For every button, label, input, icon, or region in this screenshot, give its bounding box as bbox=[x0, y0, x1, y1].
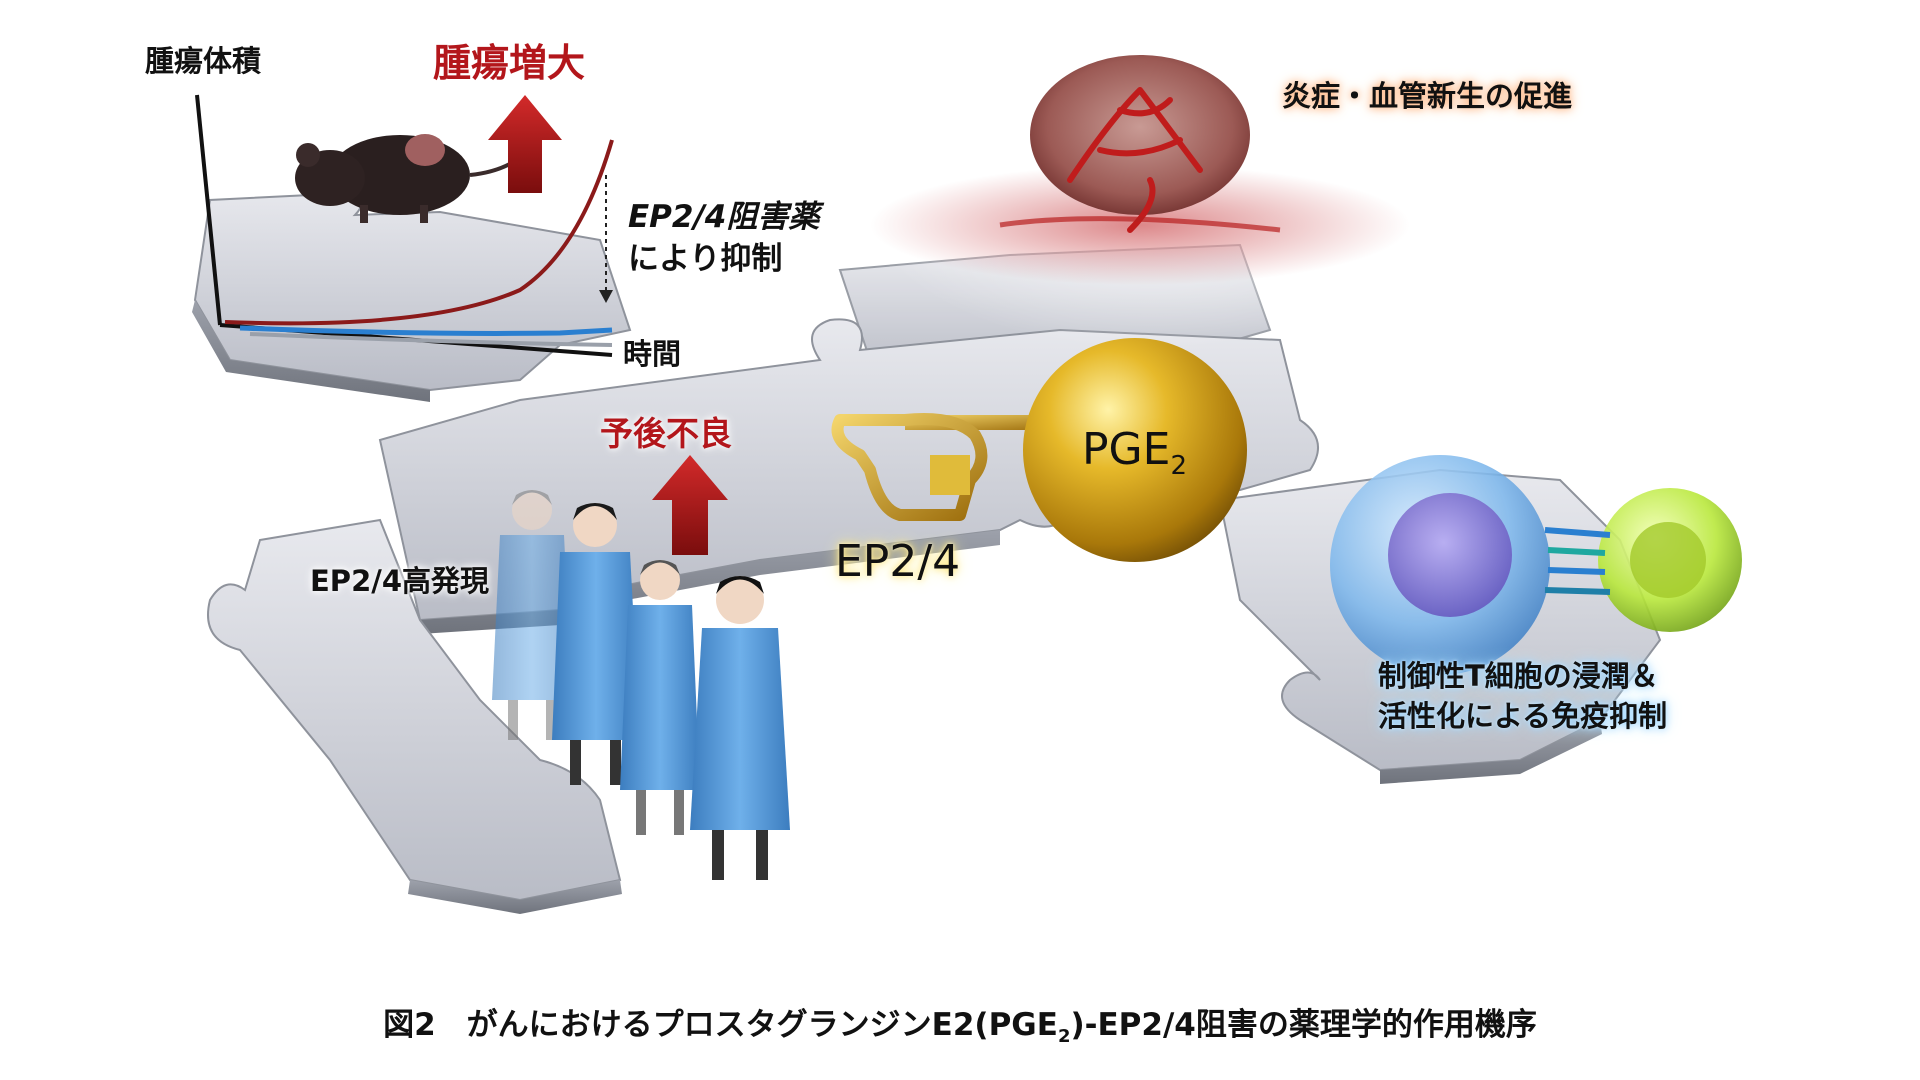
figure-caption: 図2 がんにおけるプロスタグランジンE2(PGE2)-EP2/4阻害の薬理学的作… bbox=[0, 1007, 1920, 1048]
prognosis-arrow bbox=[652, 455, 728, 555]
patient-1 bbox=[492, 490, 572, 740]
inhibitor-label-line1: EP2/4阻害薬 bbox=[628, 199, 820, 235]
caption-subscript: 2 bbox=[1057, 1026, 1071, 1048]
pge2-label-subscript: 2 bbox=[1170, 450, 1187, 481]
treg-label-line2: 活性化による免疫抑制 bbox=[1378, 699, 1668, 733]
treg-cells bbox=[1330, 455, 1742, 675]
pge2-label-main: PGE bbox=[1082, 424, 1171, 475]
pge2-ball bbox=[1023, 338, 1247, 562]
patients-group bbox=[492, 490, 790, 880]
inhibited-curve-gray bbox=[249, 332, 613, 347]
puzzle-piece-graph bbox=[193, 185, 632, 392]
patient-3 bbox=[620, 560, 700, 835]
tumor-volume-graph bbox=[195, 94, 614, 357]
caption-suffix: )-EP2/4阻害の薬理学的作用機序 bbox=[1070, 1007, 1537, 1043]
tumor-illustration bbox=[850, 10, 1450, 350]
angiogenesis-label: 炎症・血管新生の促進 bbox=[1282, 79, 1573, 113]
inhibited-curve-blue bbox=[239, 325, 613, 336]
prognosis-label: 予後不良 bbox=[600, 414, 732, 453]
tumor-growth-curve bbox=[224, 139, 614, 326]
mouse-illustration bbox=[295, 133, 542, 223]
inhibitor-label-line2: により抑制 bbox=[628, 241, 783, 277]
puzzle-piece-patients bbox=[207, 518, 622, 902]
tumor-increase-label: 腫瘍増大 bbox=[433, 41, 586, 85]
ep2-4-receptor-key bbox=[831, 413, 1060, 521]
treg-label-line1: 制御性T細胞の浸潤＆ bbox=[1378, 659, 1659, 693]
graph-y-axis bbox=[195, 94, 222, 326]
pge2-label: PGE2 bbox=[1082, 424, 1187, 482]
patient-4 bbox=[690, 576, 790, 880]
patient-2 bbox=[552, 503, 640, 785]
graph-x-axis-label: 時間 bbox=[623, 337, 682, 371]
graph-y-axis-label: 腫瘍体積 bbox=[145, 44, 262, 78]
caption-prefix: 図2 がんにおけるプロスタグランジンE2(PGE bbox=[383, 1007, 1058, 1043]
expression-label: EP2/4高発現 bbox=[310, 564, 490, 598]
receptor-label: EP2/4 bbox=[835, 536, 961, 587]
tumor-increase-arrow bbox=[488, 95, 562, 193]
